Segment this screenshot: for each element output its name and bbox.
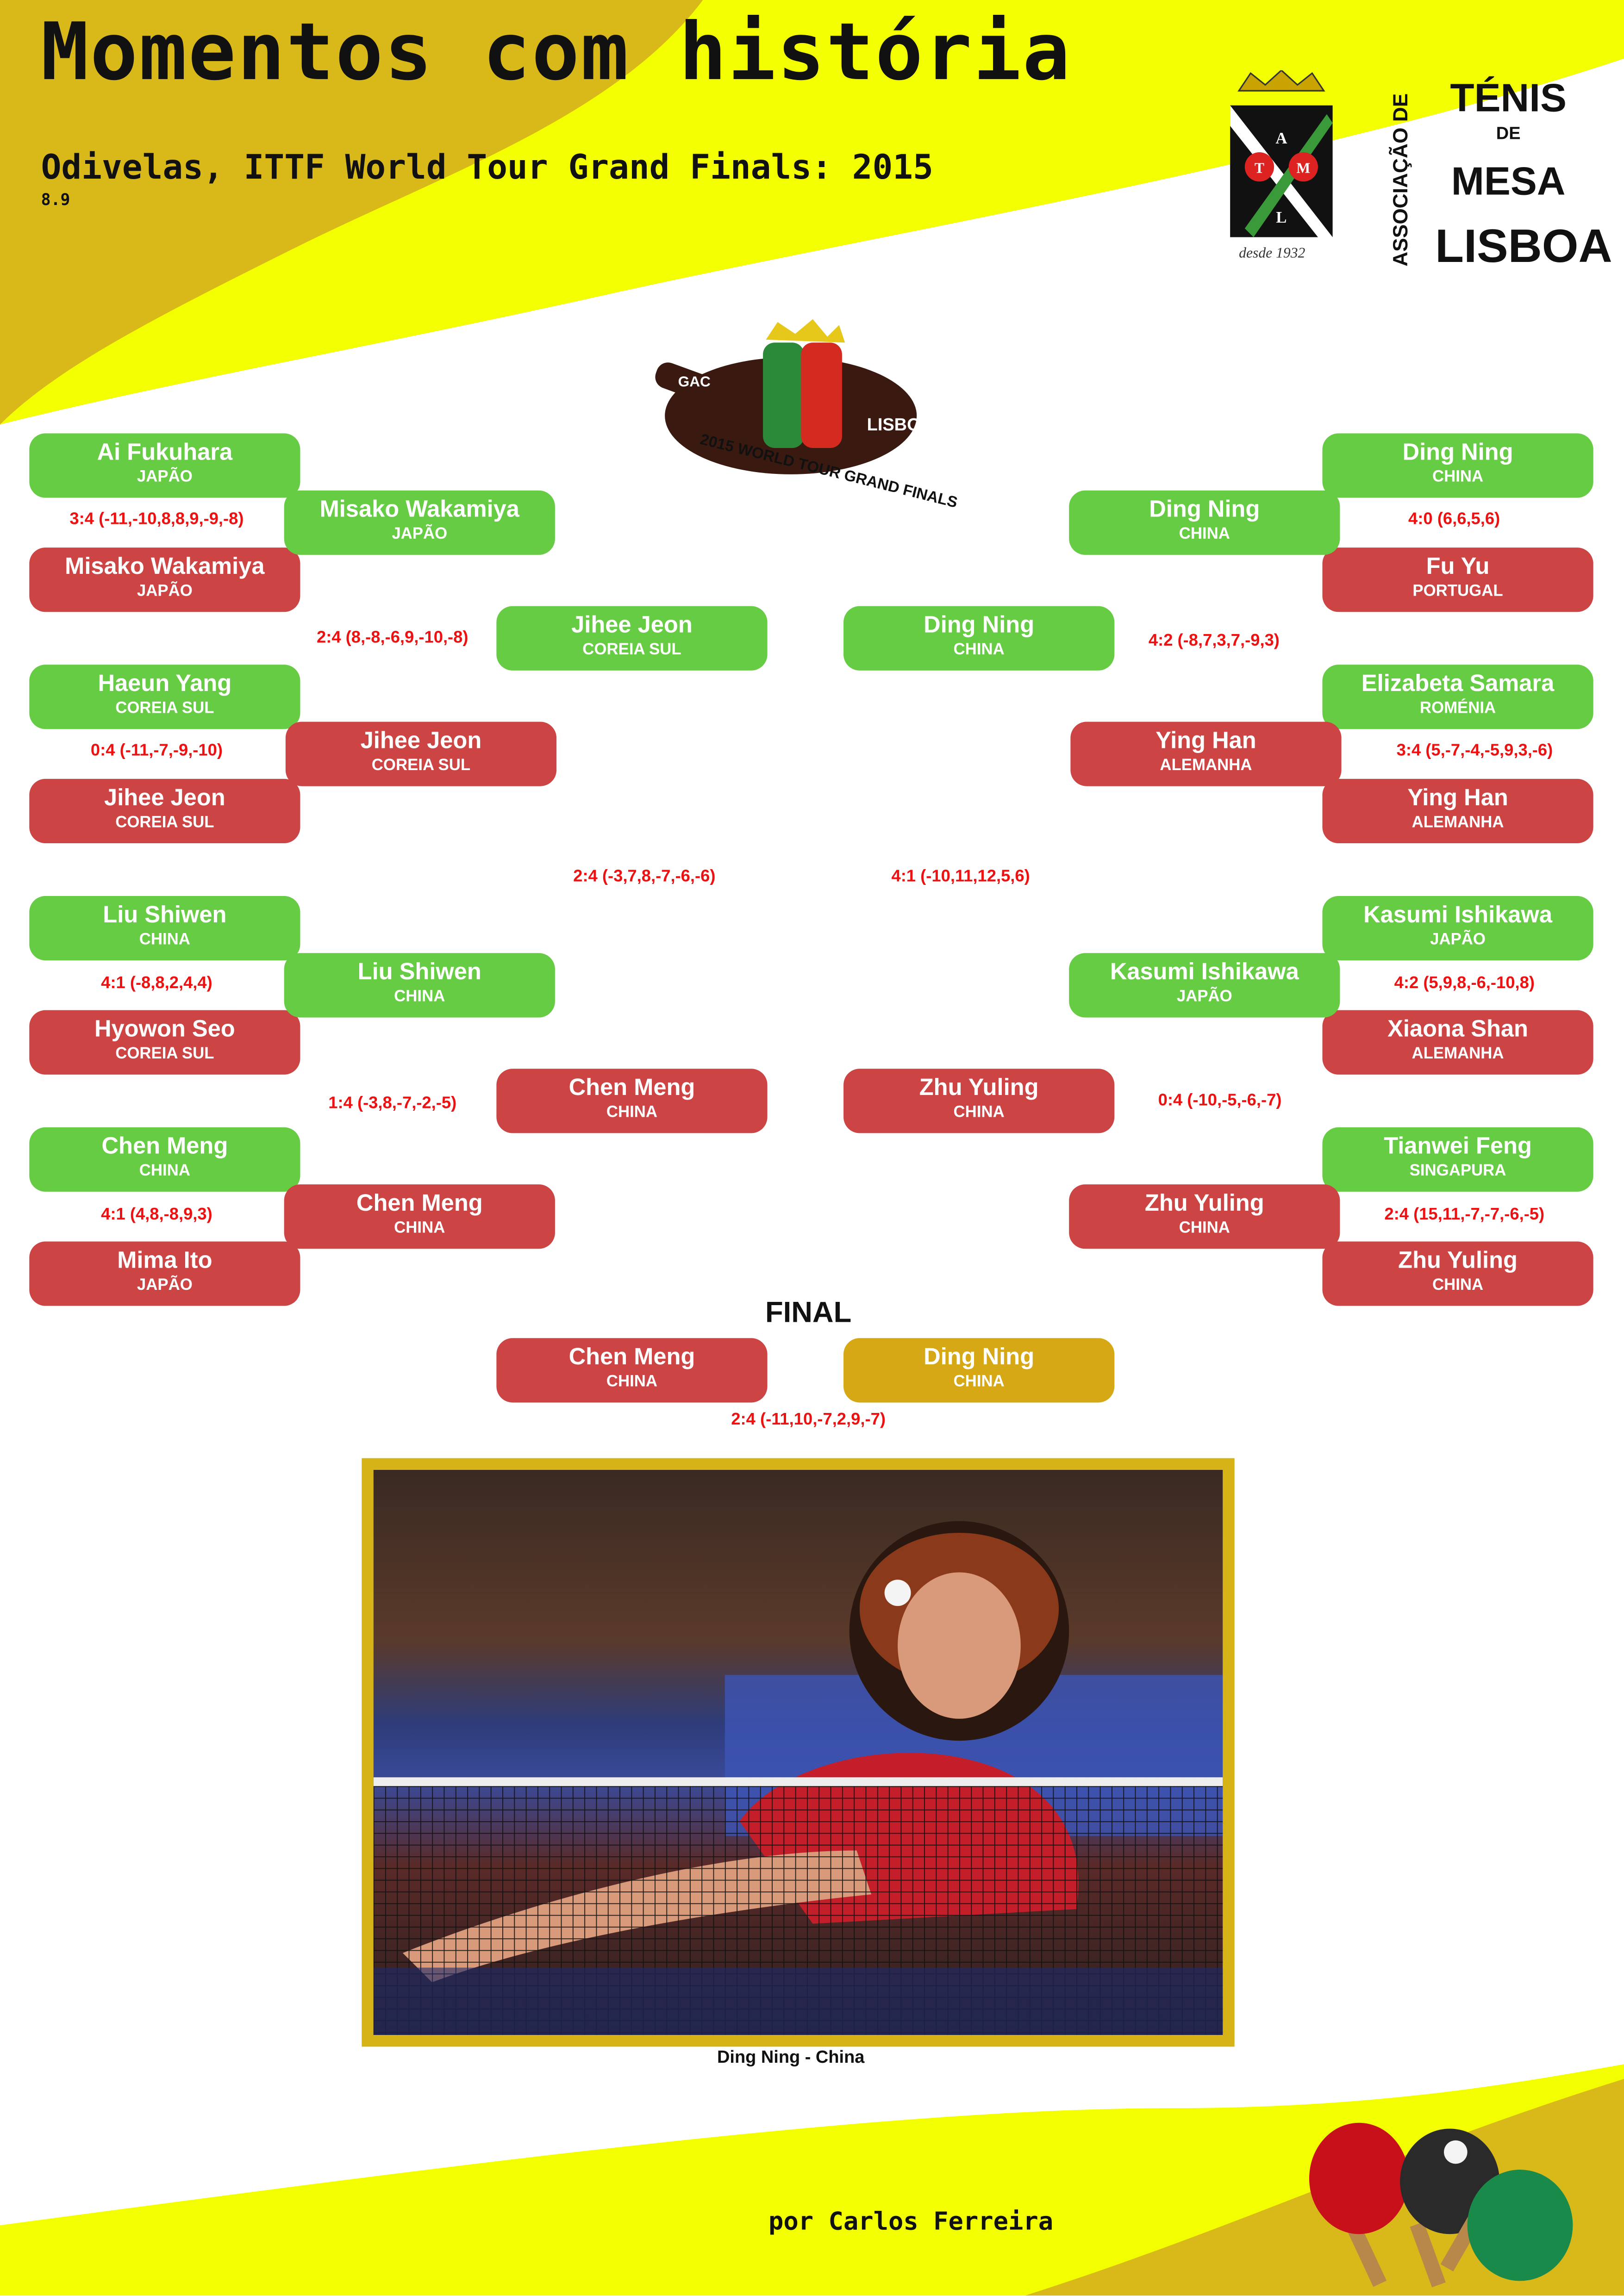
match-score: 4:1 (-10,11,12,5,6): [891, 868, 1030, 886]
page-number: 8.9: [41, 190, 70, 210]
association-vertical-text: ASSOCIAÇÃO DE: [1388, 93, 1412, 267]
match-score: 4:2 (-8,7,3,7,-9,3): [1148, 632, 1280, 650]
match-score: 2:4 (15,11,-7,-7,-6,-5): [1384, 1206, 1545, 1224]
match-score: 2:4 (-3,7,8,-7,-6,-6): [573, 868, 716, 886]
match-score: 2:4 (8,-8,-6,9,-10,-8): [316, 629, 468, 647]
association-de: DE: [1496, 123, 1521, 144]
svg-text:A: A: [1275, 129, 1287, 147]
match-score: 1:4 (-3,8,-7,-2,-5): [328, 1095, 457, 1113]
page-subtitle: Odivelas, ITTF World Tour Grand Finals: …: [41, 149, 933, 187]
association-mesa: MESA: [1451, 159, 1566, 204]
svg-text:L: L: [1276, 208, 1287, 226]
match-score: 0:4 (-11,-7,-9,-10): [90, 742, 223, 760]
final-label: FINAL: [765, 1297, 852, 1330]
match-score: 3:4 (-11,-10,8,8,9,-9,-8): [69, 510, 244, 529]
author-credit: por Carlos Ferreira: [768, 2208, 1054, 2237]
match-score: 4:0 (6,6,5,6): [1408, 510, 1500, 529]
svg-text:T: T: [1255, 160, 1264, 176]
event-logo-top: GAC: [678, 373, 711, 390]
player-photo: [362, 1458, 1235, 2047]
match-score: 4:2 (5,9,8,-6,-10,8): [1394, 975, 1535, 993]
ping-pong-paddles-icon: [1309, 2122, 1573, 2288]
association-tenis: TÉNIS: [1450, 76, 1567, 120]
final-score: 2:4 (-11,10,-7,2,9,-7): [731, 1411, 886, 1429]
event-logo-icon: LISBON GAC 2015 WORLD TOUR GRAND FINALS: [655, 319, 959, 508]
svg-text:M: M: [1296, 160, 1310, 176]
photo-illustration: [373, 1521, 1223, 2035]
page-title: Momentos com história: [41, 6, 1072, 98]
match-score: 4:1 (4,8,-8,9,3): [101, 1206, 212, 1224]
crest-since: desde 1932: [1239, 246, 1305, 262]
association-lisboa: LISBOA: [1435, 219, 1612, 273]
match-score: 3:4 (5,-7,-4,-5,9,3,-6): [1396, 742, 1553, 760]
match-score: 0:4 (-10,-5,-6,-7): [1158, 1092, 1282, 1110]
association-crest-icon: A T M L: [1230, 70, 1333, 237]
match-score: 4:1 (-8,8,2,4,4): [101, 975, 212, 993]
top-gold-wave: [0, 0, 703, 425]
event-logo-city: LISBON: [867, 415, 933, 435]
photo-caption: Ding Ning - China: [717, 2047, 865, 2067]
